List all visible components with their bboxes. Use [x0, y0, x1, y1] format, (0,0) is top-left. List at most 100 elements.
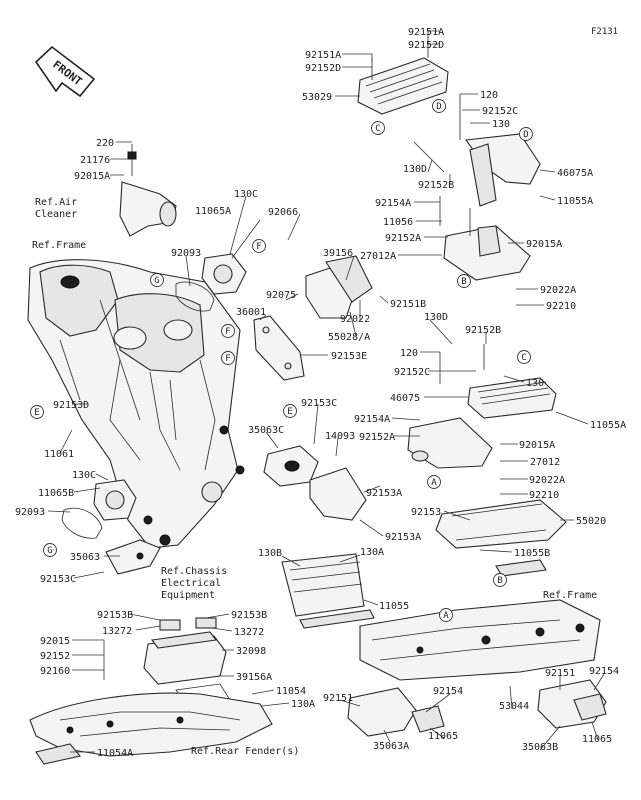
diagram-code: F2131 [591, 27, 618, 37]
part-number-label: 32098 [236, 646, 266, 657]
marker-circle-shape [283, 404, 297, 418]
marker-circle-shape [221, 324, 235, 338]
part-number-label: 92210 [546, 301, 576, 312]
part-number-label: 11055B [514, 548, 550, 559]
part-number-label: 92066 [268, 207, 298, 218]
part-number-label: 92022A [540, 285, 576, 296]
part-number-label: 35063B [522, 742, 558, 753]
part-number-label: 53044 [499, 701, 529, 712]
marker-circle-shape [371, 121, 385, 135]
part-number-label: 130 [492, 119, 510, 130]
part-number-label: 92160 [40, 666, 70, 677]
part-number-label: 92075 [266, 290, 296, 301]
part-number-label: 92151A [408, 27, 444, 38]
part-number-label: 92152A [359, 432, 395, 443]
reference-label-line: Ref.Frame [543, 590, 597, 601]
marker-circle: B [493, 573, 507, 587]
part-number-label: 130A [291, 699, 315, 710]
part-number-label: 92152B [418, 180, 454, 191]
rear-subframe-icon [359, 559, 601, 681]
air-cleaner-bracket-icon [119, 144, 177, 237]
part-number-label: 46075A [557, 168, 593, 179]
part-number-label: 14093 [325, 431, 355, 442]
reference-label-line: Ref.Rear Fender(s) [191, 746, 299, 757]
part-number-label: 55020 [576, 516, 606, 527]
part-number-label: 92015A [74, 171, 110, 182]
part-number-label: 27012 [530, 457, 560, 468]
marker-circle-shape [432, 99, 446, 113]
part-number-label: 35063 [70, 552, 100, 563]
marker-letter: C [375, 124, 380, 134]
marker-circle: G [43, 543, 57, 557]
part-number-label: 92151A [305, 50, 341, 61]
cover-plate-39156-icon [305, 255, 373, 319]
part-number-label: 92153 [411, 507, 441, 518]
marker-circle-shape [427, 475, 441, 489]
part-number-label: 92154 [589, 666, 619, 677]
part-number-label: 92015A [519, 440, 555, 451]
marker-circle: A [439, 608, 453, 622]
marker-circle: E [283, 404, 297, 418]
reference-label: Ref.Rear Fender(s) [191, 746, 299, 757]
part-number-label: 11054 [276, 686, 306, 697]
part-number-label: 130A [360, 547, 384, 558]
part-number-label: 92022A [529, 475, 565, 486]
part-number-label: 92153E [331, 351, 367, 362]
marker-circle: C [371, 121, 385, 135]
marker-circle: D [519, 127, 533, 141]
marker-circle-shape [517, 350, 531, 364]
part-number-label: 92153B [231, 610, 267, 621]
part-number-label: 120 [400, 348, 418, 359]
reference-label-line: Ref.Frame [32, 240, 86, 251]
part-number-label: 92015A [526, 239, 562, 250]
part-number-label: 11054A [97, 748, 133, 759]
part-number-label: 21176 [80, 155, 110, 166]
cover-gasket-lower-icon [61, 479, 137, 539]
part-number-label: 92153B [97, 610, 133, 621]
part-number-label: 11056 [383, 217, 413, 228]
marker-circle: F [221, 351, 235, 365]
part-number-label: 39156A [236, 672, 272, 683]
part-number-label: 92152 [40, 651, 70, 662]
reference-label-line: Ref.Air [35, 197, 77, 208]
part-number-label: 92022 [340, 314, 370, 325]
bracket-35063a-icon [347, 687, 445, 737]
marker-letter: G [47, 546, 52, 556]
part-number-label: 92210 [529, 490, 559, 501]
front-arrow-icon: FRONT [34, 45, 96, 98]
part-number-label: 13272 [234, 627, 264, 638]
reference-label-line: Cleaner [35, 209, 77, 220]
main-frame-icon [27, 259, 245, 549]
marker-letter: C [521, 353, 526, 363]
leader-lines [47, 30, 605, 753]
part-number-label: 11065 [582, 734, 612, 745]
marker-letter: G [154, 276, 159, 286]
part-number-label: 11061 [44, 449, 74, 460]
part-number-label: 13272 [102, 626, 132, 637]
part-number-label: 130D [403, 164, 427, 175]
marker-circle-shape [493, 573, 507, 587]
plate-55020-icon [435, 499, 567, 549]
reference-label-line: Electrical [161, 578, 221, 589]
marker-letter: F [256, 242, 261, 252]
part-number-label: 92152A [385, 233, 421, 244]
part-number-label: 92093 [171, 248, 201, 259]
marker-circle: A [427, 475, 441, 489]
marker-letter: E [34, 408, 39, 418]
reference-label: Ref.Frame [543, 590, 597, 601]
part-number-label: 11055A [590, 420, 626, 431]
part-number-label: 92152B [465, 325, 501, 336]
part-number-label: 46075 [390, 393, 420, 404]
part-number-label: 92153C [301, 398, 337, 409]
part-number-label: 92152D [305, 63, 341, 74]
marker-letter: B [497, 576, 502, 586]
bracket-35063b-icon [537, 679, 607, 729]
part-number-label: 92151B [390, 299, 426, 310]
marker-circle: C [517, 350, 531, 364]
part-number-label: 130C [72, 470, 96, 481]
marker-circle-shape [519, 127, 533, 141]
